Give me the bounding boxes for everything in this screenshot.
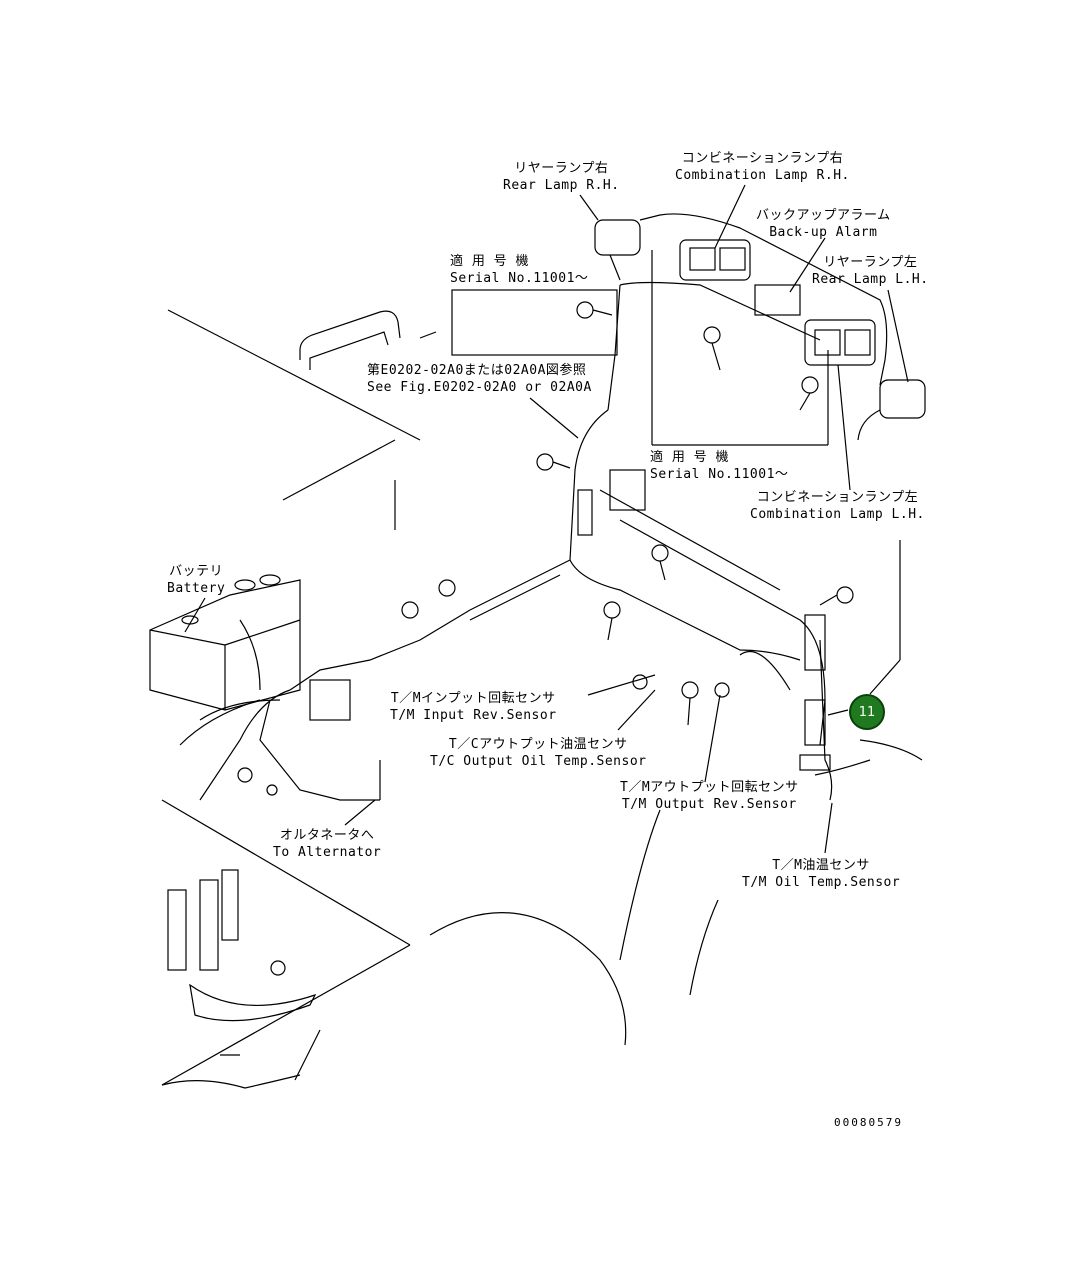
label-tm-oil-temp: T／M油温センサ T/M Oil Temp.Sensor	[742, 857, 900, 891]
label-see-fig: 第E0202-02A0または02A0A図参照 See Fig.E0202-02A…	[367, 362, 592, 396]
fasteners	[167, 301, 854, 1056]
document-number: 00080579	[834, 1116, 903, 1129]
label-see-fig-en: See Fig.E0202-02A0 or 02A0A	[367, 380, 592, 395]
harness-wires	[179, 281, 833, 801]
label-to-alternator-jp: オルタネータへ	[279, 828, 375, 843]
callout-badge[interactable]: 11	[849, 694, 885, 730]
label-tm-output-sensor: T／Mアウトプット回転センサ T/M Output Rev.Sensor	[620, 779, 799, 813]
label-combination-lamp-rh-en: Combination Lamp R.H.	[675, 168, 850, 183]
combination-lamp-lh-part	[804, 319, 876, 366]
label-serial-top-en: Serial No.11001～	[450, 271, 589, 286]
label-serial-mid-jp: 適 用 号 機	[650, 450, 729, 465]
label-tc-output-oil: T／Cアウトプット油温センサ T/C Output Oil Temp.Senso…	[430, 736, 647, 770]
label-rear-lamp-lh: リヤーランプ左 Rear Lamp L.H.	[812, 254, 929, 288]
label-tc-output-oil-jp: T／Cアウトプット油温センサ	[448, 737, 628, 752]
machine-body-outline	[161, 213, 923, 1089]
label-tm-output-sensor-jp: T／Mアウトプット回転センサ	[620, 780, 799, 795]
label-serial-mid: 適 用 号 機 Serial No.11001～	[650, 449, 788, 483]
label-serial-top: 適 用 号 機 Serial No.11001～	[450, 253, 588, 287]
label-tm-input-sensor-jp: T／Mインプット回転センサ	[390, 691, 556, 706]
leader-lines	[184, 184, 909, 854]
label-rear-lamp-lh-en: Rear Lamp L.H.	[812, 272, 929, 287]
label-combination-lamp-lh-jp: コンビネーションランプ左	[756, 490, 919, 505]
label-tm-input-sensor-en: T/M Input Rev.Sensor	[390, 708, 557, 723]
label-combination-lamp-lh: コンビネーションランプ左 Combination Lamp L.H.	[750, 489, 925, 523]
label-to-alternator: オルタネータへ To Alternator	[273, 827, 381, 861]
combination-lamp-rh-part	[679, 239, 751, 281]
label-combination-lamp-rh-jp: コンビネーションランプ右	[681, 151, 844, 166]
label-to-alternator-en: To Alternator	[273, 845, 382, 860]
label-tm-output-sensor-en: T/M Output Rev.Sensor	[621, 797, 797, 812]
label-see-fig-jp: 第E0202-02A0または02A0A図参照	[367, 363, 587, 378]
label-battery-en: Battery	[167, 581, 226, 596]
rear-lamp-lh-part	[857, 379, 926, 441]
label-tm-oil-temp-jp: T／M油温センサ	[772, 858, 870, 873]
label-battery: バッテリ Battery	[167, 563, 225, 597]
label-tm-oil-temp-en: T/M Oil Temp.Sensor	[742, 875, 901, 890]
label-rear-lamp-lh-jp: リヤーランプ左	[823, 255, 918, 270]
label-rear-lamp-rh-en: Rear Lamp R.H.	[503, 178, 620, 193]
label-backup-alarm: バックアップアラーム Back-up Alarm	[756, 207, 891, 241]
rear-lamp-rh-part	[594, 219, 641, 281]
label-tc-output-oil-en: T/C Output Oil Temp.Sensor	[430, 754, 647, 769]
label-serial-top-jp: 適 用 号 機	[450, 254, 529, 269]
label-backup-alarm-en: Back-up Alarm	[769, 225, 878, 240]
label-backup-alarm-jp: バックアップアラーム	[756, 208, 891, 223]
label-rear-lamp-rh: リヤーランプ右 Rear Lamp R.H.	[503, 160, 620, 194]
label-combination-lamp-lh-en: Combination Lamp L.H.	[750, 507, 925, 522]
label-tm-input-sensor: T／Mインプット回転センサ T/M Input Rev.Sensor	[390, 690, 557, 724]
backup-alarm-part	[754, 284, 801, 316]
label-rear-lamp-rh-jp: リヤーランプ右	[514, 161, 609, 176]
label-serial-mid-en: Serial No.11001～	[650, 467, 789, 482]
label-combination-lamp-rh: コンビネーションランプ右 Combination Lamp R.H.	[675, 150, 850, 184]
label-battery-jp: バッテリ	[169, 564, 224, 579]
